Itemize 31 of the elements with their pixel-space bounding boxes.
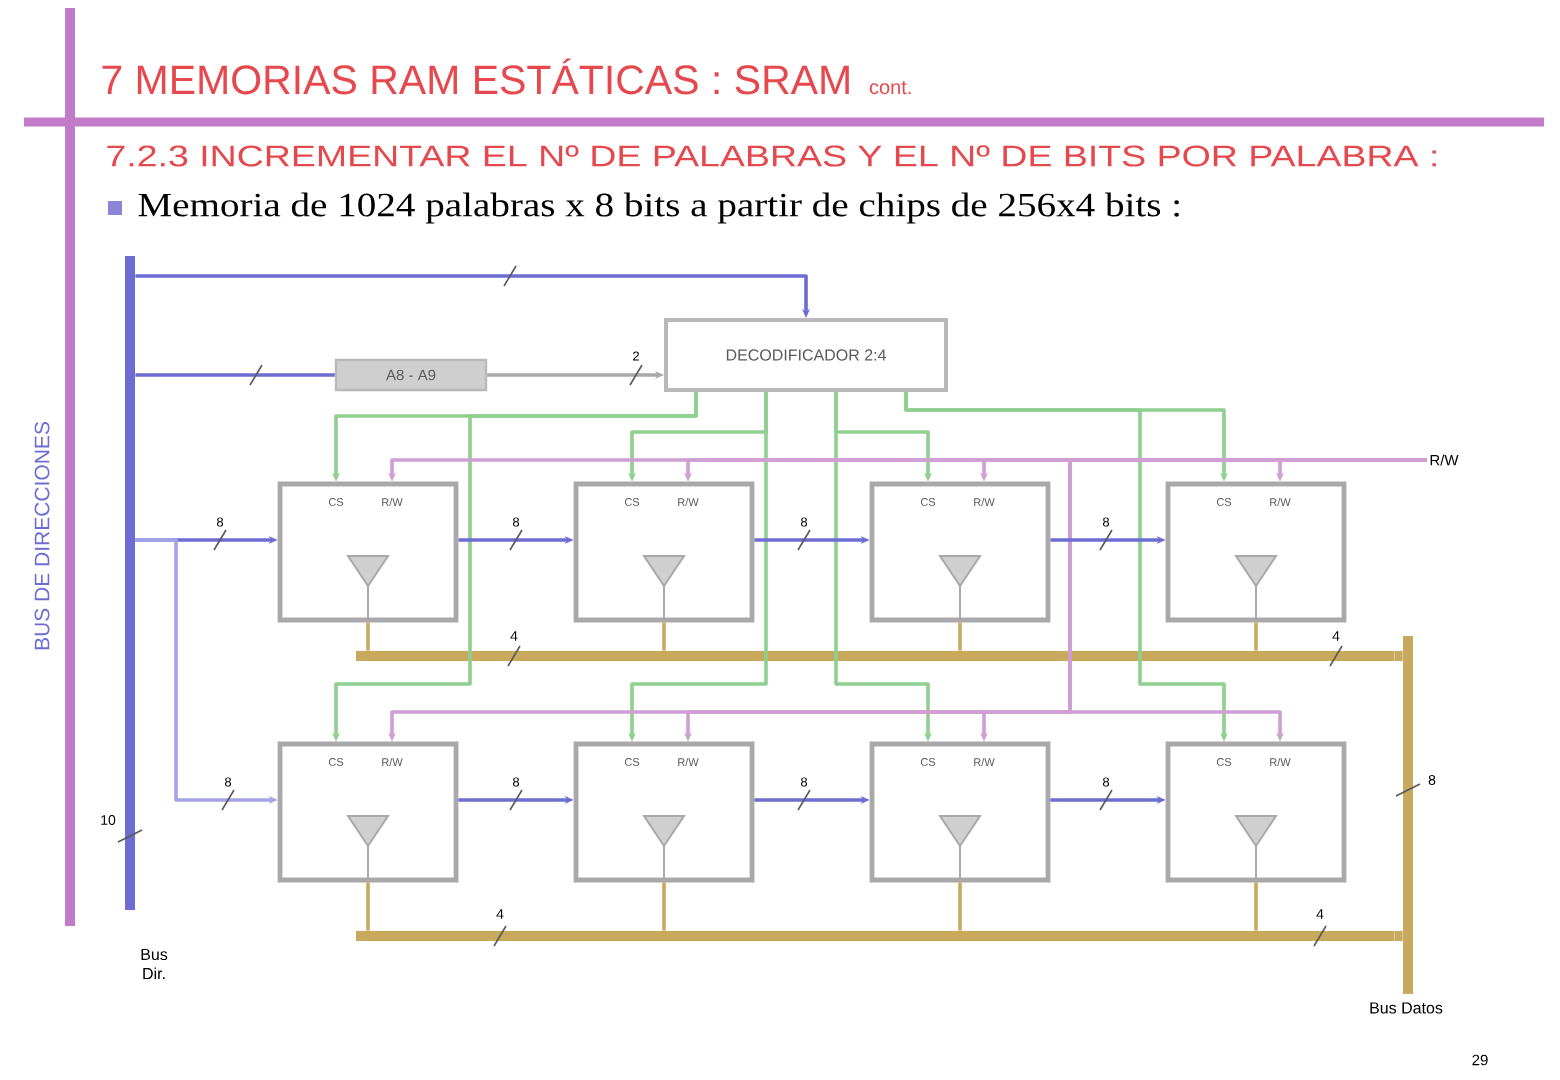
section-heading: 7.2.3 INCREMENTAR EL Nº DE PALABRAS Y EL Nº DE BITS POR PALABRA : xyxy=(107,145,1436,167)
memory-chip xyxy=(573,481,755,623)
slide-title: 7 MEMORIAS RAM ESTÁTICAS : SRAM xyxy=(102,58,849,95)
data-bus xyxy=(356,651,1394,661)
decoder-box: DECODIFICADOR 2:4 xyxy=(664,318,948,392)
memory-chip xyxy=(1165,481,1347,623)
bus-label: Bus Dir. xyxy=(133,947,175,981)
bus-connector xyxy=(1394,931,1403,941)
bus-connector xyxy=(1394,651,1403,661)
data-line xyxy=(366,622,370,651)
address-bus xyxy=(125,256,135,910)
data-line xyxy=(366,882,370,931)
bus-label: Bus Datos xyxy=(1368,1001,1444,1015)
data-line xyxy=(958,882,962,931)
bus-label: BUS DE DIRECCIONES xyxy=(34,422,50,650)
data-line xyxy=(662,622,666,651)
bullet-text: Memoria de 1024 palabras x 8 bits a partir de chips de 256x4 bits : xyxy=(138,192,1179,224)
memory-chip xyxy=(869,481,1051,623)
memory-chip xyxy=(1165,741,1347,883)
memory-chip xyxy=(277,481,459,623)
memory-chip xyxy=(277,741,459,883)
data-bus xyxy=(356,931,1394,941)
memory-chip xyxy=(869,741,1051,883)
data-line xyxy=(958,622,962,651)
memory-chip xyxy=(573,741,755,883)
data-line xyxy=(1254,882,1258,931)
address-line xyxy=(135,373,335,377)
data-line xyxy=(1254,622,1258,651)
title-note: cont. xyxy=(869,81,911,95)
data-bus xyxy=(1403,636,1413,994)
data-line xyxy=(662,882,666,931)
